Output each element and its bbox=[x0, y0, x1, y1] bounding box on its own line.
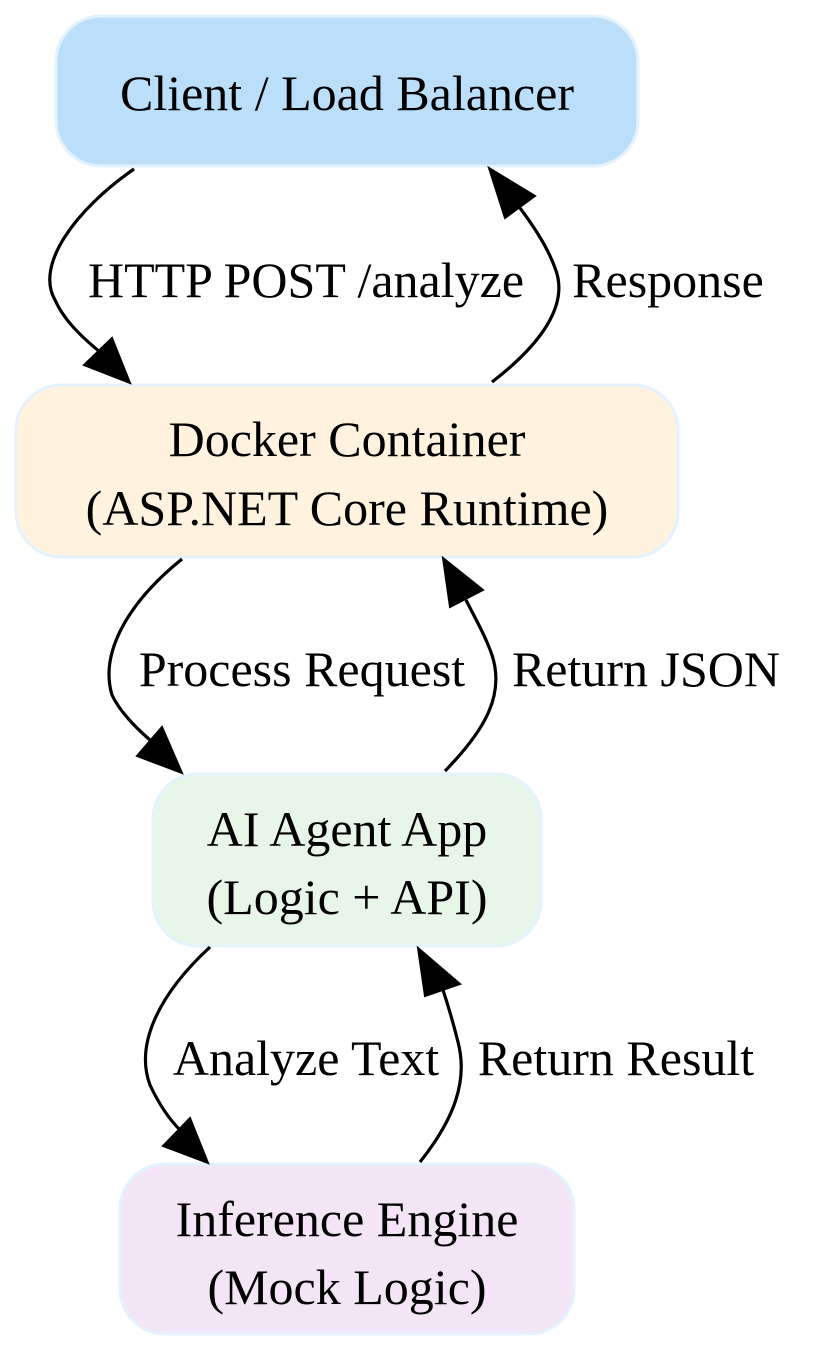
node-engine: Inference Engine (Mock Logic) bbox=[118, 1162, 576, 1336]
node-engine-box bbox=[118, 1162, 576, 1336]
node-engine-label-line-1: Inference Engine bbox=[176, 1191, 519, 1247]
node-agent-label-line-2: (Logic + API) bbox=[207, 869, 488, 925]
edge-agent-to-engine-arrowhead bbox=[161, 1116, 210, 1165]
edge-agent-to-engine-line bbox=[143, 945, 212, 1132]
edge-docker-to-agent: Process Request bbox=[107, 557, 465, 775]
edge-docker-to-agent-arrowhead bbox=[135, 725, 184, 775]
edge-client-to-docker-line bbox=[48, 167, 135, 354]
edge-engine-to-agent-arrowhead bbox=[416, 945, 462, 998]
node-agent-label-line-1: AI Agent App bbox=[207, 801, 488, 857]
node-client-label: Client / Load Balancer bbox=[120, 65, 574, 121]
edge-agent-to-docker-arrowhead bbox=[441, 555, 485, 609]
edge-docker-to-agent-line bbox=[107, 557, 184, 742]
edge-docker-to-client-arrowhead bbox=[487, 165, 537, 220]
edge-engine-to-agent-line bbox=[418, 989, 463, 1163]
edge-docker-to-agent-label: Process Request bbox=[139, 641, 465, 697]
edge-docker-to-client-line bbox=[491, 207, 561, 384]
edge-agent-to-docker: Return JSON bbox=[441, 555, 780, 773]
node-agent: AI Agent App (Logic + API) bbox=[151, 772, 543, 948]
node-docker-label-line-2: (ASP.NET Core Runtime) bbox=[86, 480, 609, 536]
edge-client-to-docker-arrowhead bbox=[82, 336, 132, 385]
node-docker-box bbox=[14, 383, 680, 559]
edge-agent-to-engine-label: Analyze Text bbox=[173, 1030, 439, 1086]
edge-client-to-docker-label: HTTP POST /analyze bbox=[88, 252, 524, 308]
node-docker-label-line-1: Docker Container bbox=[169, 411, 526, 467]
edge-docker-to-client: Response bbox=[487, 165, 764, 384]
node-agent-box bbox=[151, 772, 543, 948]
edge-engine-to-agent-label: Return Result bbox=[478, 1030, 754, 1086]
edge-agent-to-engine: Analyze Text bbox=[143, 945, 439, 1165]
edge-docker-to-client-label: Response bbox=[572, 252, 764, 308]
edge-agent-to-docker-line bbox=[443, 599, 498, 773]
edge-agent-to-docker-label: Return JSON bbox=[512, 641, 780, 697]
node-engine-label-line-2: (Mock Logic) bbox=[207, 1259, 486, 1315]
node-docker: Docker Container (ASP.NET Core Runtime) bbox=[14, 383, 680, 559]
node-client-box bbox=[54, 14, 640, 168]
edge-engine-to-agent: Return Result bbox=[416, 945, 754, 1163]
edge-client-to-docker: HTTP POST /analyze bbox=[48, 167, 524, 385]
node-client: Client / Load Balancer bbox=[54, 14, 640, 168]
